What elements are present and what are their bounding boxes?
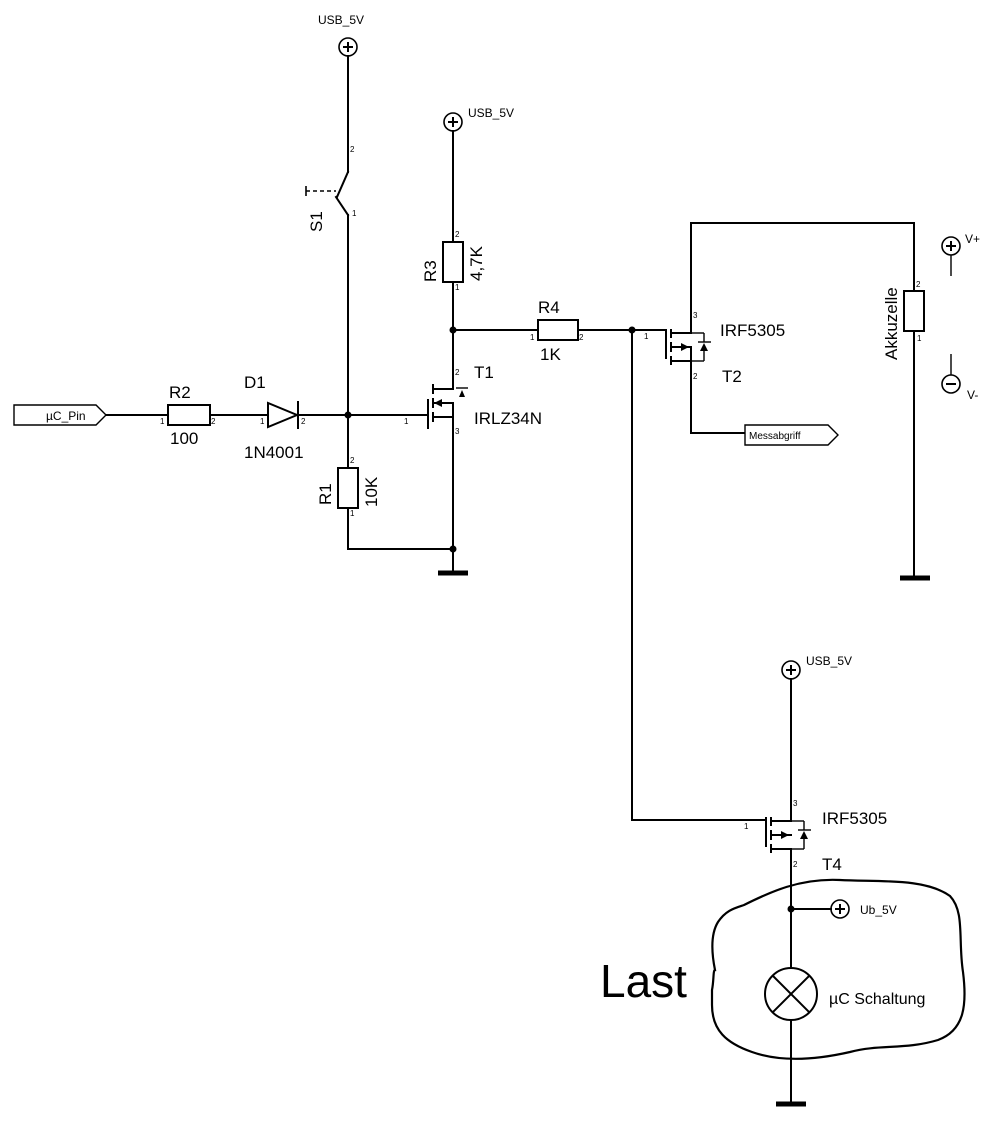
uc-pin-label: µC_Pin	[46, 409, 86, 423]
t2-value: IRF5305	[720, 321, 785, 340]
usb-5v-label: USB_5V	[806, 654, 852, 668]
t4-pin-1: 1	[744, 822, 749, 831]
t4-value: IRF5305	[822, 809, 887, 828]
r1-pin-1: 1	[350, 509, 355, 518]
ub-5v-label: Ub_5V	[860, 903, 897, 917]
r2-pin-1: 1	[160, 417, 165, 426]
transistor-t2: 1 3 2 IRF5305 T2	[644, 222, 785, 434]
load-outline	[710, 878, 966, 1060]
r4-ref: R4	[538, 298, 560, 317]
battery-label: Akkuzelle	[882, 287, 901, 360]
usb-5v-label: USB_5V	[468, 106, 514, 120]
usb-5v-supply-r3: USB_5V	[443, 106, 514, 132]
r4-pin-2: 2	[579, 333, 584, 342]
v-minus-label: V-	[967, 388, 978, 402]
t1-value: IRLZ34N	[474, 409, 542, 428]
v-plus-terminal: V+	[941, 232, 980, 276]
power-plus-icon	[338, 37, 358, 57]
resistor-r1: 2 1 R1 10K	[316, 456, 381, 518]
t4-pin-2: 2	[793, 860, 798, 869]
t1-pin-1: 1	[404, 417, 409, 426]
t1-pin-3: 3	[455, 427, 460, 436]
v-minus-terminal: V-	[941, 354, 978, 402]
t1-pin-2: 2	[455, 368, 460, 377]
r3-value: 4,7K	[467, 245, 486, 281]
t2-pin-1: 1	[644, 332, 649, 341]
transistor-t4: 1 3 2 IRF5305 T4	[744, 799, 887, 874]
transistor-t1: 1 2 3 T1 IRLZ34N	[404, 363, 542, 441]
messabgriff-label: Messabgriff	[749, 431, 801, 442]
r2-ref: R2	[169, 383, 191, 402]
t4-pin-3: 3	[793, 799, 798, 808]
r4-pin-1: 1	[530, 333, 535, 342]
r1-value: 10K	[362, 476, 381, 507]
uc-pin-port: µC_Pin	[13, 404, 107, 426]
resistor-r3: 2 1 R3 4,7K	[421, 230, 486, 292]
load-title: Last	[600, 955, 687, 1007]
ub-5v-supply: Ub_5V	[830, 899, 897, 919]
battery-cell: 2 1 Akkuzelle	[882, 280, 925, 360]
t1-ref: T1	[474, 363, 494, 382]
t2-pin-2: 2	[693, 372, 698, 381]
s1-ref: S1	[307, 211, 326, 232]
switch-s1: 2 1 S1	[305, 55, 357, 232]
resistor-r4: 1 2 R4 1K	[530, 298, 584, 364]
t4-ref: T4	[822, 855, 842, 874]
r4-value: 1K	[540, 345, 561, 364]
d1-pin-2: 2	[301, 417, 306, 426]
r3-pin-1: 1	[455, 283, 460, 292]
load-lamp: µC Schaltung	[764, 967, 925, 1021]
r3-ref: R3	[421, 260, 440, 282]
v-plus-label: V+	[965, 232, 980, 246]
lamp-label: µC Schaltung	[829, 991, 925, 1008]
messabgriff-port: Messabgriff	[744, 424, 839, 446]
usb-5v-supply-t4: USB_5V	[781, 654, 852, 680]
usb-5v-supply-switch: USB_5V	[318, 13, 364, 57]
power-plus-icon	[941, 236, 961, 256]
r1-pin-2: 2	[350, 456, 355, 465]
power-plus-icon	[830, 899, 850, 919]
usb-5v-label: USB_5V	[318, 13, 364, 27]
power-plus-icon	[443, 112, 463, 132]
power-plus-icon	[781, 660, 801, 680]
s1-pin-1: 1	[352, 209, 357, 218]
battery-pin-2: 2	[916, 280, 921, 289]
resistor-r2: 1 2 R2 100	[160, 383, 216, 448]
r3-pin-2: 2	[455, 230, 460, 239]
r2-value: 100	[170, 429, 198, 448]
battery-pin-1: 1	[917, 334, 922, 343]
diode-d1: 1 2 D1 1N4001	[244, 373, 306, 462]
r2-pin-2: 2	[211, 417, 216, 426]
t2-pin-3: 3	[693, 311, 698, 320]
s1-pin-2: 2	[350, 145, 355, 154]
t2-ref: T2	[722, 367, 742, 386]
d1-value: 1N4001	[244, 443, 304, 462]
r1-ref: R1	[316, 483, 335, 505]
d1-ref: D1	[244, 373, 266, 392]
d1-pin-1: 1	[260, 417, 265, 426]
